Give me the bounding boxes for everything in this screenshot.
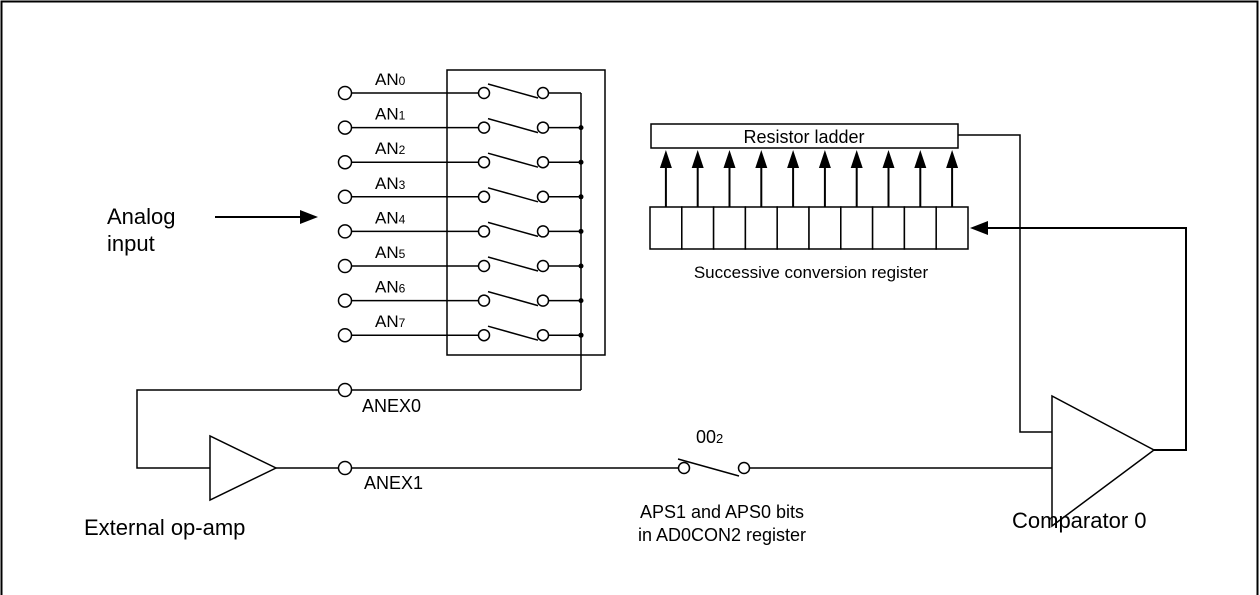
channel-terminal	[337, 258, 353, 274]
anex0-label: ANEX0	[362, 396, 421, 416]
register-cell	[840, 206, 874, 250]
channel-switch-terminal-left	[477, 121, 491, 134]
anex0-to-opamp-wire	[136, 389, 339, 469]
channel-switch-lever	[487, 256, 539, 272]
register-cell	[903, 206, 937, 250]
register-cell	[744, 206, 778, 250]
channel-row-0: AN0	[337, 70, 581, 101]
channel-terminal	[337, 120, 353, 135]
successive-conversion-register	[649, 206, 969, 250]
channel-switch-lever	[487, 290, 539, 307]
analog-input-label-line1: Analog	[107, 204, 176, 229]
analog-input-label-line2: input	[107, 231, 155, 256]
register-cell	[776, 206, 810, 250]
register-cell	[681, 206, 715, 250]
aps-bits-label-line2: in AD0CON2 register	[638, 525, 806, 545]
channel-switch-lever	[487, 325, 539, 341]
comparator-label: Comparator 0	[1012, 508, 1147, 533]
channel-switch-terminal-right	[536, 294, 550, 307]
channel-label: AN5	[375, 243, 406, 262]
channel-switch-terminal-right	[536, 328, 550, 342]
channel-switch-terminal-right	[536, 155, 550, 169]
bit-arrow	[691, 150, 704, 207]
channel-row-5: AN5	[337, 243, 584, 274]
channel-switch-terminal-right	[536, 86, 550, 100]
channel-terminal	[337, 327, 353, 343]
aps-switch-terminal-right	[737, 461, 751, 475]
register-cell	[712, 206, 747, 250]
bit-arrow	[659, 150, 672, 207]
channel-row-6: AN6	[337, 278, 584, 308]
channel-terminal	[337, 154, 353, 170]
channel-switch-terminal-left	[477, 294, 491, 307]
channel-switch-terminal-left	[477, 259, 491, 273]
aps-switch-terminal-left	[677, 461, 691, 475]
external-opamp-triangle	[209, 434, 278, 502]
multiplexer-box	[446, 69, 606, 356]
aps-bits-label-line1: APS1 and APS0 bits	[640, 502, 804, 522]
channel-label: AN1	[375, 105, 406, 124]
aps-switch-lever	[677, 458, 740, 477]
channel-row-2: AN2	[337, 139, 584, 170]
channel-switch-terminal-left	[477, 225, 491, 238]
channel-switch-terminal-left	[477, 155, 491, 169]
channel-switch-terminal-right	[536, 121, 550, 134]
register-cell	[935, 206, 969, 250]
anex1-label: ANEX1	[364, 473, 423, 493]
channel-switch-lever	[487, 187, 539, 203]
anex1-terminal	[337, 460, 353, 476]
ladder-to-comparator-wire	[957, 134, 1052, 433]
channel-label: AN3	[375, 174, 406, 193]
anex0-terminal	[337, 382, 353, 398]
channel-switch-terminal-right	[536, 259, 550, 273]
channel-label: AN7	[375, 312, 406, 331]
successive-register-label: Successive conversion register	[694, 263, 929, 282]
channel-row-3: AN3	[337, 174, 584, 205]
channel-switch-lever	[487, 152, 539, 168]
switch-setting-label: 002	[696, 427, 723, 447]
bit-arrow	[946, 150, 959, 207]
analog-input-arrowhead	[300, 210, 318, 224]
bit-arrow	[850, 150, 863, 207]
external-opamp-label: External op-amp	[84, 515, 245, 540]
channel-row-4: AN4	[337, 208, 584, 239]
channel-terminal	[337, 189, 353, 205]
channel-switch-terminal-left	[477, 190, 491, 204]
comparator-triangle	[1051, 394, 1156, 528]
bit-arrow	[723, 150, 736, 207]
channel-switch-terminal-right	[536, 190, 550, 204]
register-cell	[808, 206, 842, 250]
register-cell	[649, 206, 683, 250]
channel-row-1: AN1	[337, 105, 584, 135]
channel-label: AN6	[375, 278, 406, 297]
bit-arrow	[818, 150, 831, 207]
channel-switch-terminal-left	[477, 328, 491, 342]
register-cell	[871, 206, 906, 250]
channel-label: AN0	[375, 70, 406, 89]
bit-arrow	[787, 150, 800, 207]
channel-terminal	[337, 85, 353, 101]
channel-switch-terminal-right	[536, 225, 550, 238]
channel-switch-lever	[487, 83, 539, 99]
channel-label: AN2	[375, 139, 406, 158]
resistor-ladder-box	[650, 123, 959, 149]
register-input-arrowhead	[970, 221, 988, 235]
comparator-output-wire	[985, 227, 1187, 451]
channel-switch-lever	[487, 221, 539, 238]
channel-switch-lever	[487, 117, 539, 134]
bit-arrow	[882, 150, 895, 207]
channel-terminal	[337, 293, 353, 308]
channel-label: AN4	[375, 208, 406, 227]
channel-terminal	[337, 224, 353, 239]
bit-arrow	[914, 150, 927, 207]
channel-switch-terminal-left	[477, 86, 491, 100]
channel-row-7: AN7	[337, 312, 584, 343]
resistor-ladder-label: Resistor ladder	[743, 127, 864, 147]
register-to-ladder-arrows	[659, 150, 959, 207]
bit-arrow	[755, 150, 768, 207]
